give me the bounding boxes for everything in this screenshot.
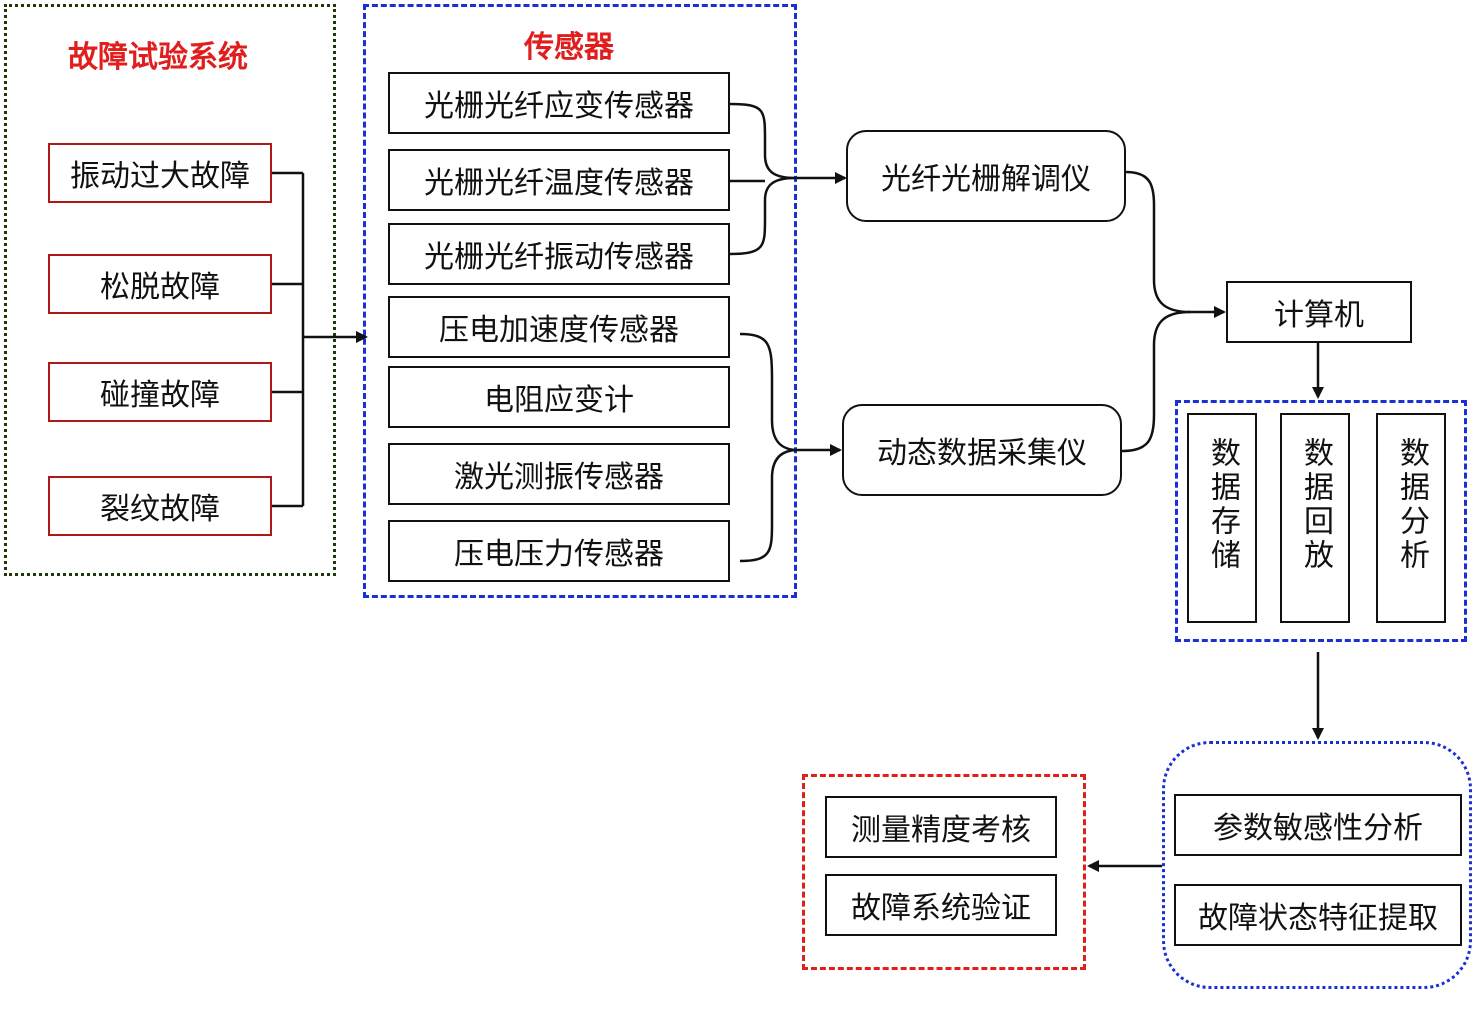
acquisition-to-computer-line — [1121, 310, 1191, 453]
data-storage-label: 数据存储 — [1205, 437, 1240, 573]
measurement-accuracy-assessment: 测量精度考核 — [825, 796, 1057, 858]
dynamic-acquisition: 动态数据采集仪 — [842, 404, 1122, 496]
sensor-fbg-temperature: 光栅光纤温度传感器 — [388, 149, 730, 211]
fault-item-vibration: 振动过大故障 — [48, 143, 272, 203]
fault-item-crack: 裂纹故障 — [48, 476, 272, 536]
fault-bus-line — [272, 171, 305, 508]
data-analysis-label: 数据分析 — [1394, 437, 1429, 573]
fault-system-verification: 故障系统验证 — [825, 874, 1057, 936]
fault-system-title: 故障试验系统 — [68, 40, 248, 75]
sensor-group-title: 传感器 — [524, 30, 614, 65]
sensor-piezo-pressure: 压电压力传感器 — [388, 520, 730, 582]
sensor-group — [363, 4, 797, 598]
sensor-strain-gauge: 电阻应变计 — [388, 366, 730, 428]
fault-item-collision: 碰撞故障 — [48, 362, 272, 422]
fault-feature-extraction: 故障状态特征提取 — [1174, 884, 1462, 946]
verification-group — [802, 774, 1086, 970]
fbg-brace-line — [729, 102, 796, 256]
data-playback-label: 数据回放 — [1298, 437, 1333, 573]
computer-box: 计算机 — [1226, 281, 1412, 343]
analysis-group — [1162, 741, 1472, 989]
sensor-laser-vibrometer: 激光测振传感器 — [388, 443, 730, 505]
sensor-fbg-vibration: 光栅光纤振动传感器 — [388, 223, 730, 285]
data-analysis-box: 数据分析 — [1376, 413, 1446, 623]
data-processing-group — [1175, 400, 1467, 642]
fault-system-group — [4, 4, 336, 576]
parameter-sensitivity-analysis: 参数敏感性分析 — [1174, 794, 1462, 856]
demodulator-to-computer-line — [1125, 170, 1191, 314]
data-storage-box: 数据存储 — [1187, 413, 1257, 623]
fault-item-loosening: 松脱故障 — [48, 254, 272, 314]
data-playback-box: 数据回放 — [1280, 413, 1350, 623]
sensor-fbg-strain: 光栅光纤应变传感器 — [388, 72, 730, 134]
sensor-piezo-accel: 压电加速度传感器 — [388, 296, 730, 358]
fbg-demodulator: 光纤光栅解调仪 — [846, 130, 1126, 222]
elec-brace-line — [739, 332, 799, 563]
